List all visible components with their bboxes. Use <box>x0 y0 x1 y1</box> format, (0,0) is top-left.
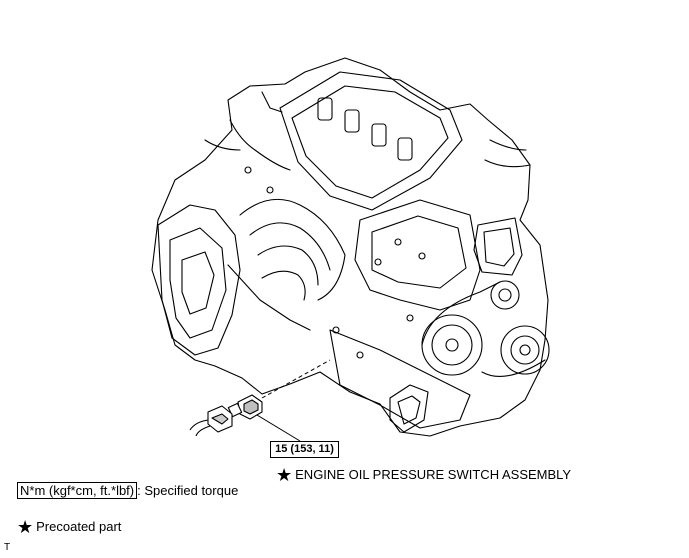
switch-connector <box>189 405 233 437</box>
engine-assembly-illustration <box>151 57 550 437</box>
precoated-label: Precoated part <box>36 519 122 534</box>
legend-torque: N*m (kgf*cm, ft.*lbf): Specified torque <box>17 482 239 499</box>
oil-pressure-switch <box>227 394 263 420</box>
part-callout: ★ENGINE OIL PRESSURE SWITCH ASSEMBLY <box>276 465 572 485</box>
star-icon: ★ <box>276 465 293 485</box>
torque-desc: : Specified torque <box>137 483 239 498</box>
torque-unit-box: N*m (kgf*cm, ft.*lbf) <box>17 482 138 499</box>
torque-value: 15 (153, 11) <box>275 443 334 455</box>
torque-pointer <box>251 411 301 442</box>
part-name: ENGINE OIL PRESSURE SWITCH ASSEMBLY <box>295 467 572 482</box>
footer-mark: T <box>4 542 11 553</box>
leader-line <box>261 359 331 399</box>
star-icon: ★ <box>17 517 34 537</box>
legend-precoated: ★Precoated part <box>17 517 122 537</box>
torque-value-box: 15 (153, 11) <box>270 441 339 458</box>
